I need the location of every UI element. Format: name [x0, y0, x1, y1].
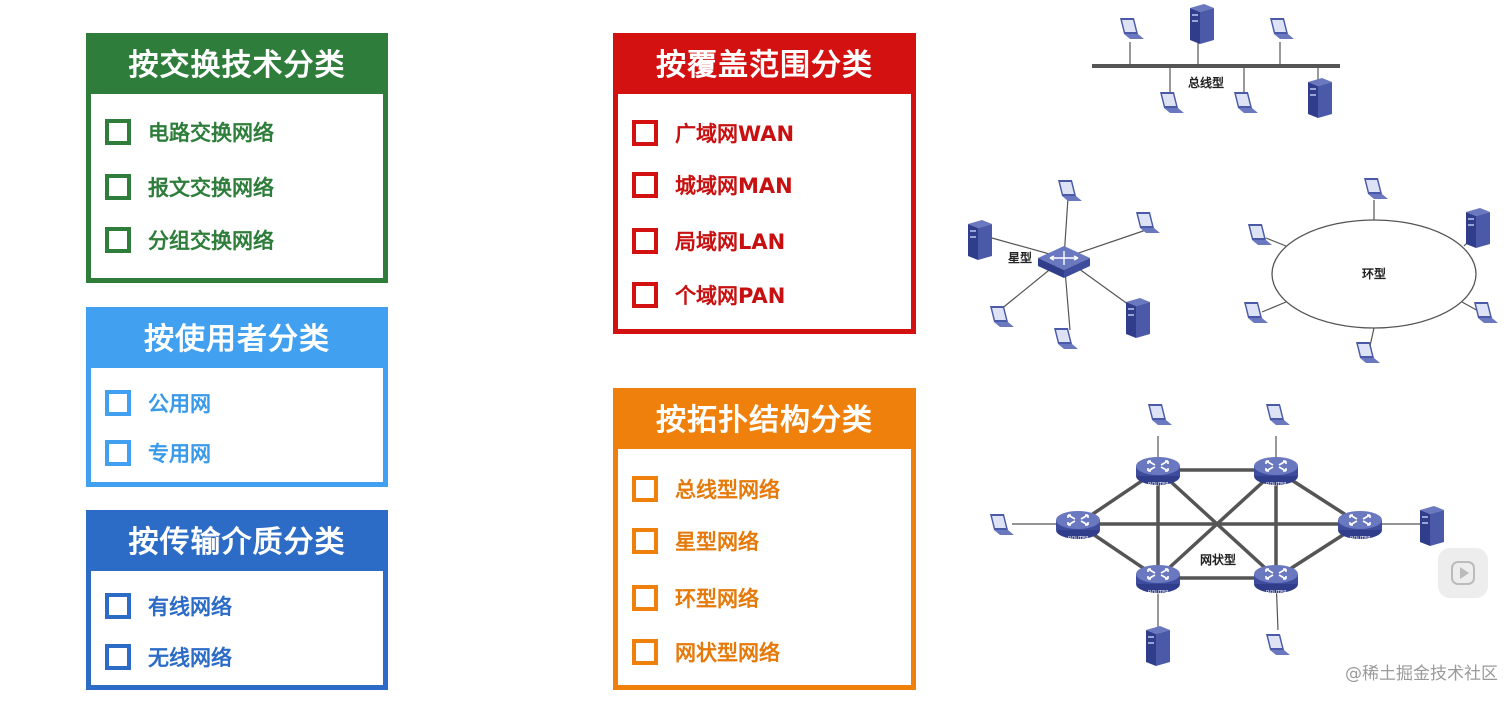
list-item: 有线网络: [105, 591, 232, 621]
router-icon: ROUTER: [1135, 564, 1181, 596]
star-label: 星型: [1008, 250, 1032, 265]
laptop-icon: [1058, 180, 1082, 201]
list-item: 分组交换网络: [105, 225, 274, 255]
list-item: 广域网WAN: [632, 118, 794, 148]
list-item: 无线网络: [105, 642, 232, 672]
server-icon: [1466, 208, 1490, 248]
laptop-icon: [1270, 18, 1294, 39]
panel-switching: 按交换技术分类 电路交换网络 报文交换网络 分组交换网络: [86, 33, 388, 283]
checkbox-icon[interactable]: [105, 119, 131, 145]
router-icon: ROUTER: [1135, 456, 1181, 488]
list-item: 报文交换网络: [105, 172, 274, 202]
laptop-icon: [1244, 302, 1268, 323]
server-icon: [1308, 78, 1332, 118]
laptop-icon: [1266, 404, 1290, 425]
checkbox-icon[interactable]: [105, 227, 131, 253]
svg-text:ROUTER: ROUTER: [1068, 536, 1089, 542]
laptop-icon: [1356, 342, 1380, 363]
checkbox-icon[interactable]: [632, 172, 658, 198]
switch-icon: [1038, 246, 1090, 278]
list-item: 个域网PAN: [632, 280, 785, 310]
checkbox-icon[interactable]: [105, 644, 131, 670]
panel-title: 按传输介质分类: [91, 515, 383, 571]
router-icon: ROUTER: [1337, 510, 1383, 542]
checkbox-icon[interactable]: [105, 174, 131, 200]
svg-text:ROUTER: ROUTER: [1148, 590, 1169, 596]
checkbox-icon[interactable]: [632, 639, 658, 665]
laptop-icon: [1266, 634, 1290, 655]
ring-topology: 环型: [1244, 178, 1498, 363]
checkbox-icon[interactable]: [632, 282, 658, 308]
mesh-topology: ROUTER ROUTER ROUTER ROUTER ROUTER ROUTE…: [990, 404, 1444, 666]
laptop-icon: [1364, 178, 1388, 199]
laptop-icon: [1136, 212, 1160, 233]
svg-text:ROUTER: ROUTER: [1148, 482, 1169, 488]
checkbox-icon[interactable]: [632, 228, 658, 254]
laptop-icon: [1148, 404, 1172, 425]
list-item: 网状型网络: [632, 637, 780, 667]
panel-title: 按交换技术分类: [91, 38, 383, 94]
checkbox-icon[interactable]: [632, 528, 658, 554]
server-icon: [968, 220, 992, 260]
bus-topology: 总线型: [1092, 4, 1340, 118]
panel-title: 按覆盖范围分类: [618, 38, 911, 94]
server-icon: [1190, 4, 1214, 44]
list-item: 电路交换网络: [105, 117, 274, 147]
laptop-icon: [990, 514, 1014, 535]
svg-text:ROUTER: ROUTER: [1350, 536, 1371, 542]
checkbox-icon[interactable]: [105, 593, 131, 619]
list-item: 星型网络: [632, 526, 759, 556]
laptop-icon: [1120, 18, 1144, 39]
list-item: 总线型网络: [632, 474, 780, 504]
checkbox-icon[interactable]: [632, 476, 658, 502]
laptop-icon: [1234, 92, 1258, 113]
checkbox-icon[interactable]: [632, 120, 658, 146]
panel-coverage: 按覆盖范围分类 广域网WAN 城域网MAN 局域网LAN 个域网PAN: [613, 33, 916, 334]
checkbox-icon[interactable]: [632, 585, 658, 611]
svg-text:ROUTER: ROUTER: [1266, 590, 1287, 596]
panel-title: 按使用者分类: [91, 312, 383, 368]
checkbox-icon[interactable]: [105, 390, 131, 416]
panel-title: 按拓扑结构分类: [618, 393, 911, 449]
panel-topology: 按拓扑结构分类 总线型网络 星型网络 环型网络 网状型网络: [613, 388, 916, 690]
router-icon: ROUTER: [1055, 510, 1101, 542]
router-icon: ROUTER: [1253, 564, 1299, 596]
server-icon: [1420, 506, 1444, 546]
laptop-icon: [1248, 224, 1272, 245]
laptop-icon: [1160, 92, 1184, 113]
watermark: @稀土掘金技术社区: [1345, 664, 1498, 684]
server-icon: [1146, 626, 1170, 666]
star-topology: 星型: [968, 180, 1160, 349]
ring-label: 环型: [1362, 266, 1386, 281]
laptop-icon: [1474, 302, 1498, 323]
laptop-icon: [990, 306, 1014, 327]
play-icon: [1451, 561, 1475, 585]
mesh-label: 网状型: [1200, 552, 1236, 567]
topology-diagrams: 总线型 星型: [968, 4, 1498, 666]
server-icon: [1126, 298, 1150, 338]
panel-users: 按使用者分类 公用网 专用网: [86, 307, 388, 487]
svg-text:ROUTER: ROUTER: [1266, 482, 1287, 488]
list-item: 城域网MAN: [632, 170, 793, 200]
router-icon: ROUTER: [1253, 456, 1299, 488]
list-item: 专用网: [105, 438, 211, 468]
bus-label: 总线型: [1188, 75, 1224, 90]
list-item: 公用网: [105, 388, 211, 418]
laptop-icon: [1054, 328, 1078, 349]
checkbox-icon[interactable]: [105, 440, 131, 466]
play-button[interactable]: [1438, 548, 1488, 598]
list-item: 环型网络: [632, 583, 759, 613]
list-item: 局域网LAN: [632, 226, 785, 256]
panel-medium: 按传输介质分类 有线网络 无线网络: [86, 510, 388, 690]
